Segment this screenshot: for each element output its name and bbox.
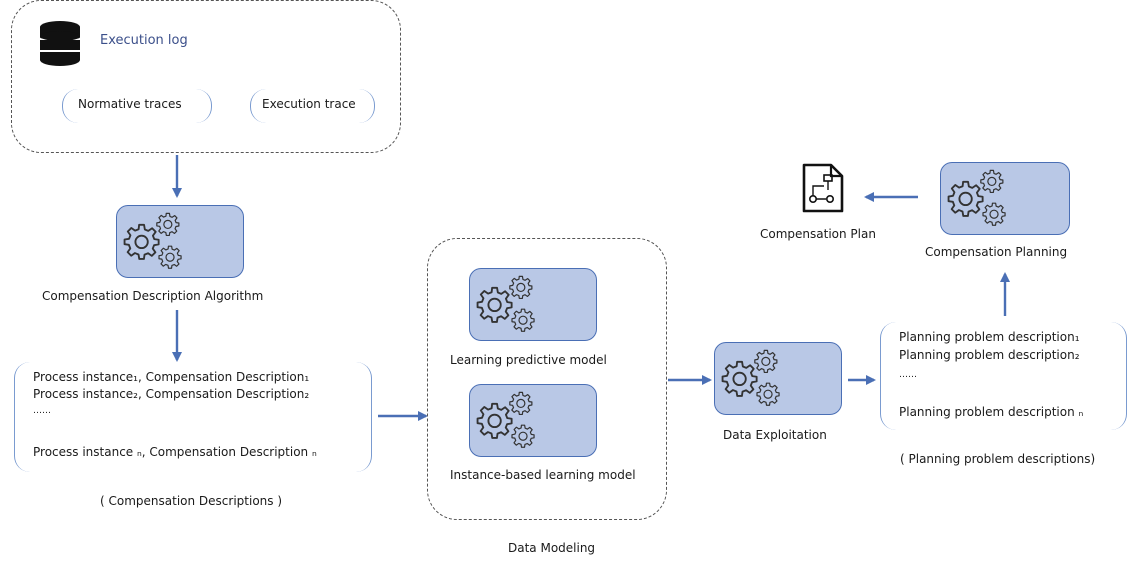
database-icon: [39, 21, 81, 66]
compensation-planning-box: [940, 162, 1070, 235]
data-exploitation-label: Data Exploitation: [723, 428, 827, 442]
learning-predictive-model-box: [469, 268, 597, 341]
planning-problems-list: Planning problem description₁ Planning p…: [880, 322, 1127, 430]
compensation-algorithm-box: [116, 205, 244, 278]
planning-problem-line-n: Planning problem description ₙ: [899, 405, 1084, 419]
compensation-algorithm-label: Compensation Description Algorithm: [42, 289, 264, 303]
planning-problems-caption: ( Planning problem descriptions): [900, 452, 1096, 466]
execution-log-title: Execution log: [100, 33, 188, 48]
data-modeling-caption: Data Modeling: [508, 541, 596, 555]
compensation-description-line-1: Process instance₁, Compensation Descript…: [33, 370, 310, 384]
learning-predictive-model-label: Learning predictive model: [450, 353, 607, 367]
instance-based-model-box: [469, 384, 597, 457]
compensation-descriptions-caption: ( Compensation Descriptions ): [100, 494, 283, 508]
planning-problem-line-1: Planning problem description₁: [899, 330, 1080, 344]
compensation-descriptions-list: Process instance₁, Compensation Descript…: [14, 362, 372, 472]
instance-based-model-label: Instance-based learning model: [450, 468, 636, 482]
execution-trace-bracket: [250, 89, 375, 123]
gears-icon: [476, 271, 546, 341]
compensation-planning-label: Compensation Planning: [925, 245, 1068, 259]
gears-icon: [123, 208, 193, 278]
compensation-description-line-n: Process instance ₙ, Compensation Descrip…: [33, 445, 317, 459]
gears-icon: [947, 165, 1017, 235]
normative-traces-bracket: [62, 89, 212, 123]
planning-problem-line-2: Planning problem description₂: [899, 348, 1080, 362]
gears-icon: [476, 387, 546, 457]
data-exploitation-box: [714, 342, 842, 415]
compensation-description-ellipsis: ……: [33, 406, 51, 416]
data-modeling-panel: [427, 238, 667, 520]
gears-icon: [721, 345, 791, 415]
normative-traces-label: Normative traces: [78, 97, 182, 111]
compensation-plan-label: Compensation Plan: [760, 227, 876, 241]
execution-trace-label: Execution trace: [262, 97, 356, 111]
execution-log-panel: [11, 0, 401, 153]
plan-document-icon: [802, 163, 844, 213]
compensation-description-line-2: Process instance₂, Compensation Descript…: [33, 387, 310, 401]
planning-problem-ellipsis: ……: [899, 370, 917, 380]
